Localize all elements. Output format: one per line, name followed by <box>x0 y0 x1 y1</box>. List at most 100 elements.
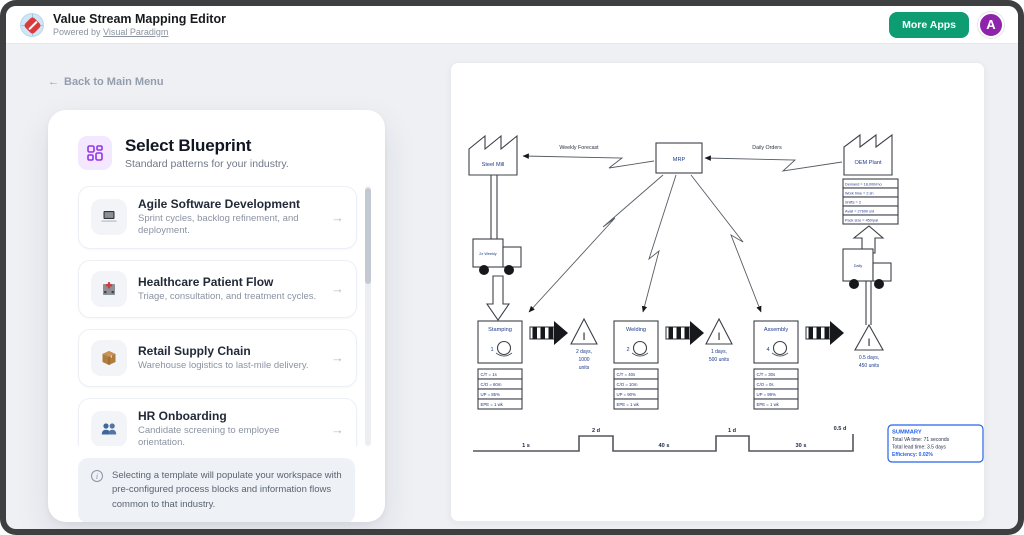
customer-factory[interactable]: OEM Plant <box>843 133 893 176</box>
svg-text:0.5 days,: 0.5 days, <box>859 355 879 361</box>
weekly-forecast-arrow[interactable]: Weekly Forecast <box>522 145 655 169</box>
supplier-label: Steel Mill <box>482 162 505 168</box>
svg-text:UP = 90%: UP = 90% <box>617 392 637 397</box>
svg-text:Shifts = 2: Shifts = 2 <box>845 201 861 205</box>
process-welding[interactable]: Welding 2 C/T = 40s C/O = 10m UP = 90% E… <box>613 320 659 410</box>
summary-lead: Total lead time: 3.5 days <box>892 445 946 451</box>
blueprint-item-agile[interactable]: Agile Software Development Sprint cycles… <box>78 186 357 249</box>
svg-text:EPE = 1 wk: EPE = 1 wk <box>757 402 780 407</box>
weekly-forecast-label: Weekly Forecast <box>559 145 599 151</box>
svg-text:450 units: 450 units <box>859 363 880 369</box>
lead-time-ladder: 1 s 2 d 40 s 1 d 30 s 0.5 d <box>473 426 854 452</box>
blueprint-item-retail[interactable]: Retail Supply Chain Warehouse logistics … <box>78 328 357 387</box>
process-name: Welding <box>626 327 646 333</box>
inventory-triangle-1[interactable]: I 2 days, 1000 units <box>570 317 598 371</box>
svg-text:30 s: 30 s <box>796 443 807 449</box>
select-blueprint-panel: Select Blueprint Standard patterns for y… <box>48 110 385 522</box>
svg-text:40 s: 40 s <box>659 443 670 449</box>
svg-text:UP = 99%: UP = 99% <box>757 392 777 397</box>
blueprint-item-hr[interactable]: HR Onboarding Candidate screening to emp… <box>78 397 357 446</box>
blueprint-desc: Candidate screening to employee orientat… <box>138 424 280 446</box>
process-data-box: C/T = 40s C/O = 10m UP = 90% EPE = 1 wk <box>613 368 659 410</box>
mrp-label: MRP <box>673 157 686 163</box>
svg-text:Avail = 27600 s/d: Avail = 27600 s/d <box>845 210 874 214</box>
mrp-box[interactable]: MRP <box>655 142 703 174</box>
svg-text:C/T = 1s: C/T = 1s <box>481 372 497 377</box>
summary-efficiency: Efficiency: 0.02% <box>892 452 933 458</box>
blueprint-title: Retail Supply Chain <box>138 343 251 358</box>
summary-box[interactable]: SUMMARY Total VA time: 71 seconds Total … <box>887 424 984 463</box>
push-arrow-1 <box>529 321 568 345</box>
blueprint-list: Agile Software Development Sprint cycles… <box>48 184 385 446</box>
app-title-block: Value Stream Mapping Editor Powered by V… <box>53 12 226 37</box>
app-title: Value Stream Mapping Editor <box>53 12 226 27</box>
template-note-text: Selecting a template will populate your … <box>112 470 342 510</box>
supplier-factory[interactable]: Steel Mill <box>468 134 518 176</box>
svg-text:EPE = 1 wk: EPE = 1 wk <box>481 402 504 407</box>
svg-text:Demand = 18,000/mo: Demand = 18,000/mo <box>845 183 882 187</box>
outbound-truck[interactable]: Daily <box>842 248 892 289</box>
blueprint-desc: Sprint cycles, backlog refinement, and d… <box>138 213 299 237</box>
top-bar: Value Stream Mapping Editor Powered by V… <box>6 6 1018 44</box>
operator-count: 2 <box>626 347 629 353</box>
user-avatar[interactable]: A <box>978 11 1004 38</box>
visual-paradigm-link[interactable]: Visual Paradigm <box>103 26 169 37</box>
powered-by: Powered by Visual Paradigm <box>53 26 169 37</box>
scrollbar-thumb[interactable] <box>365 188 371 284</box>
more-apps-button[interactable]: More Apps <box>889 11 969 38</box>
blueprint-desc: Triage, consultation, and treatment cycl… <box>138 290 317 302</box>
inventory-symbol: I <box>582 331 585 343</box>
blueprint-item-healthcare[interactable]: Healthcare Patient Flow Triage, consulta… <box>78 259 357 318</box>
svg-text:EPE = 1 wk: EPE = 1 wk <box>617 402 640 407</box>
inventory-triangle-3[interactable]: I 0.5 days, 450 units <box>854 323 884 369</box>
package-icon <box>91 339 127 376</box>
daily-orders-arrow[interactable]: Daily Orders <box>704 145 843 172</box>
summary-va: Total VA time: 71 seconds <box>892 437 950 443</box>
push-arrow-3 <box>805 321 844 345</box>
panel-subtitle: Standard patterns for your industry. <box>125 158 289 170</box>
vsm-workspace: Steel Mill MRP OEM Plant Weekly Forecast… <box>450 62 985 522</box>
svg-text:C/T = 40s: C/T = 40s <box>617 372 636 377</box>
chevron-right-icon: → <box>331 281 344 297</box>
svg-text:C/T = 30s: C/T = 30s <box>757 372 776 377</box>
svg-text:1 s: 1 s <box>522 443 530 449</box>
process-stamping[interactable]: Stamping 1 C/T = 1s C/O = 60m UP = 85% E… <box>477 320 523 410</box>
vsm-diagram-canvas[interactable]: Steel Mill MRP OEM Plant Weekly Forecast… <box>451 63 985 522</box>
chevron-right-icon: → <box>331 350 344 366</box>
summary-title: SUMMARY <box>892 430 922 436</box>
inventory-triangle-2[interactable]: I 1 days, 500 units <box>705 317 733 363</box>
process-assembly[interactable]: Assembly 4 C/T = 30s C/O = 0s UP = 99% E… <box>753 320 799 410</box>
operator-count: 4 <box>766 347 769 353</box>
svg-text:UP = 85%: UP = 85% <box>481 392 501 397</box>
inventory-symbol: I <box>867 337 870 349</box>
push-arrow-2 <box>665 321 704 345</box>
svg-text:Work time = 2 sh: Work time = 2 sh <box>845 192 874 196</box>
process-data-box: C/T = 1s C/O = 60m UP = 85% EPE = 1 wk <box>477 368 523 410</box>
supplier-shipment-line <box>490 175 498 241</box>
info-icon: i <box>91 470 103 482</box>
chevron-right-icon: → <box>331 421 344 437</box>
inbound-push-arrow <box>485 275 511 321</box>
blueprint-title: Agile Software Development <box>138 197 301 211</box>
blueprint-desc: Warehouse logistics to last-mile deliver… <box>138 359 309 371</box>
process-name: Stamping <box>488 327 512 333</box>
blueprint-list-scrollbar[interactable] <box>365 186 371 446</box>
process-name: Assembly <box>764 327 788 333</box>
inbound-shipping-label: 2x Weekly <box>479 252 497 256</box>
svg-text:1000: 1000 <box>578 357 589 363</box>
svg-text:Pack size = 450/pal: Pack size = 450/pal <box>845 219 878 223</box>
mrp-schedule-arrows <box>528 174 762 313</box>
inbound-truck[interactable]: 2x Weekly <box>472 238 522 275</box>
app-page: Value Stream Mapping Editor Powered by V… <box>6 6 1018 529</box>
svg-text:C/O = 0s: C/O = 0s <box>757 382 774 387</box>
customer-data-box[interactable]: Demand = 18,000/mo Work time = 2 sh Shif… <box>842 178 899 225</box>
customer-label: OEM Plant <box>854 160 881 166</box>
panel-title: Select Blueprint <box>125 136 252 155</box>
svg-text:2 d: 2 d <box>592 428 601 434</box>
process-data-box: C/T = 30s C/O = 0s UP = 99% EPE = 1 wk <box>753 368 799 410</box>
svg-text:2 days,: 2 days, <box>576 349 592 355</box>
chevron-right-icon: → <box>331 209 344 225</box>
back-to-main-menu-link[interactable]: ← Back to Main Menu <box>48 76 164 88</box>
svg-text:0.5 d: 0.5 d <box>834 426 847 432</box>
